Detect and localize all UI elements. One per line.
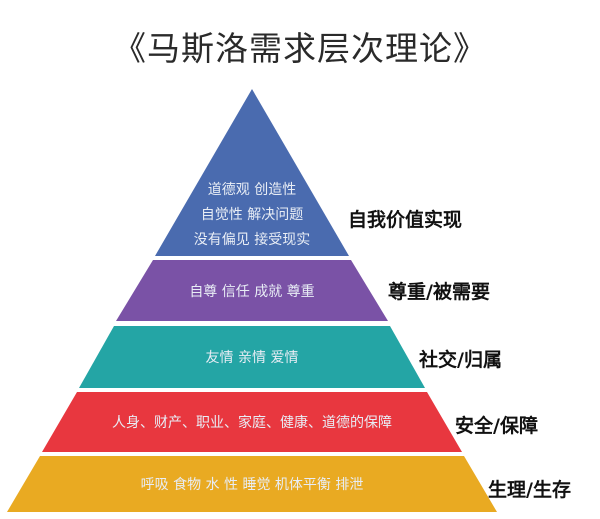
level-text: 道德观 创造性 — [208, 182, 296, 198]
level-self-actualization — [155, 89, 349, 256]
level-text: 自尊 信任 成就 尊重 — [189, 283, 314, 300]
level-safety — [42, 392, 462, 452]
level-label: 生理/生存 — [488, 478, 571, 501]
level-text: 自觉性 解决问题 — [201, 207, 303, 223]
level-label: 社交/归属 — [418, 348, 502, 371]
level-physiological — [7, 456, 497, 512]
level-text: 没有偏见 接受现实 — [194, 231, 310, 248]
level-esteem — [116, 260, 388, 321]
level-label: 尊重/被需要 — [388, 280, 490, 303]
level-belonging — [79, 326, 425, 388]
level-text: 人身、财产、职业、家庭、健康、道德的保障 — [112, 414, 392, 431]
level-label: 安全/保障 — [455, 414, 538, 437]
level-label: 自我价值实现 — [348, 208, 462, 231]
diagram-title: 《马斯洛需求层次理论》 — [113, 29, 487, 68]
level-text: 友情 亲情 爱情 — [206, 350, 299, 366]
level-text: 呼吸 食物 水 性 睡觉 机体平衡 排泄 — [141, 476, 364, 493]
